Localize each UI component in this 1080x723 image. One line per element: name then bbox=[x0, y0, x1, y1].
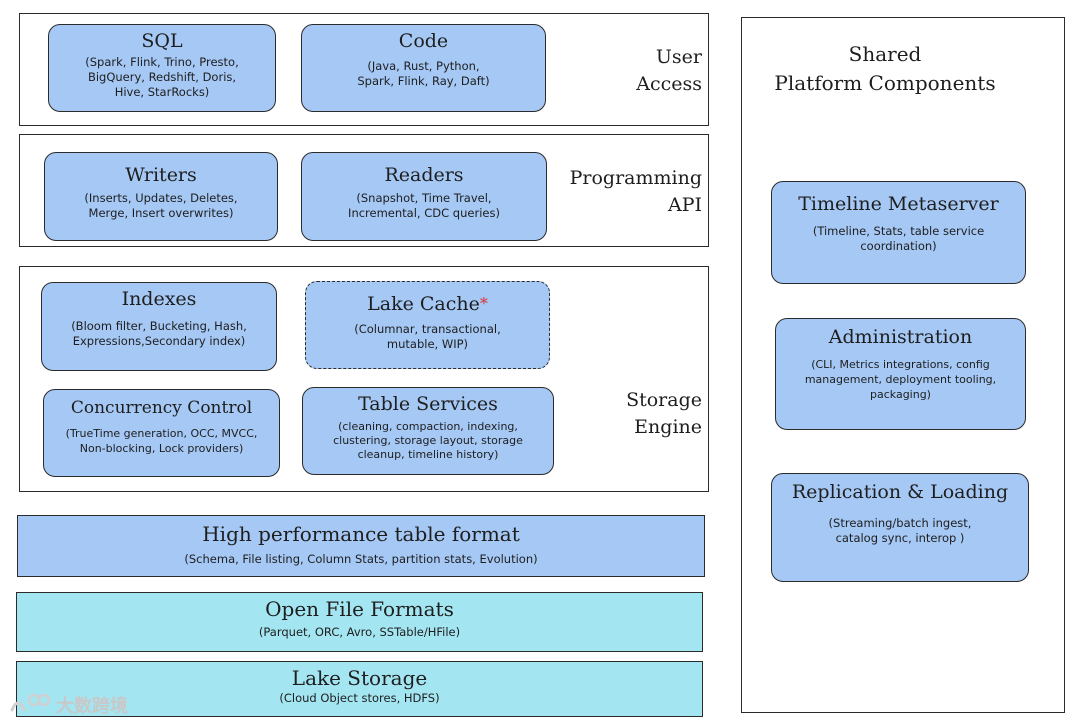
sql-box: SQL (Spark, Flink, Trino, Presto, BigQue… bbox=[48, 24, 276, 112]
open-file-formats-box: Open File Formats (Parquet, ORC, Avro, S… bbox=[16, 592, 703, 652]
table-services-title: Table Services bbox=[358, 393, 498, 415]
watermark-text: 大数跨境 bbox=[56, 696, 128, 717]
concurrency-control-box: Concurrency Control (TrueTime generation… bbox=[43, 389, 280, 477]
lake-storage-desc: (Cloud Object stores, HDFS) bbox=[279, 691, 440, 705]
concurrency-title: Concurrency Control bbox=[70, 398, 253, 418]
storage-engine-label: Storage Engine bbox=[626, 389, 702, 438]
watermark: 大数跨境 bbox=[8, 690, 128, 720]
readers-title: Readers bbox=[384, 164, 464, 186]
lake-storage-title: Lake Storage bbox=[291, 666, 428, 690]
indexes-box: Indexes (Bloom filter, Bucketing, Hash, … bbox=[41, 282, 277, 371]
writers-title: Writers bbox=[125, 164, 197, 186]
administration-title: Administration bbox=[828, 326, 973, 348]
writers-box: Writers (Inserts, Updates, Deletes, Merg… bbox=[44, 152, 278, 241]
indexes-desc: (Bloom filter, Bucketing, Hash, Expressi… bbox=[71, 319, 247, 348]
table-format-title: High performance table format bbox=[202, 522, 520, 546]
table-format-desc: (Schema, File listing, Column Stats, par… bbox=[184, 552, 538, 566]
timeline-metaserver-box: Timeline Metaserver (Timeline, Stats, ta… bbox=[771, 181, 1026, 284]
writers-desc: (Inserts, Updates, Deletes, Merge, Inser… bbox=[84, 191, 238, 220]
code-title: Code bbox=[398, 30, 449, 52]
sql-desc: (Spark, Flink, Trino, Presto, BigQuery, … bbox=[85, 55, 239, 99]
open-file-formats-desc: (Parquet, ORC, Avro, SSTable/HFile) bbox=[258, 625, 461, 639]
table-services-box: Table Services (cleaning, compaction, in… bbox=[302, 387, 554, 475]
lake-cache-title: Lake Cache bbox=[367, 293, 480, 315]
readers-box: Readers (Snapshot, Time Travel, Incremen… bbox=[301, 152, 547, 241]
timeline-title: Timeline Metaserver bbox=[798, 193, 999, 215]
lake-cache-title-row: Lake Cache* bbox=[367, 292, 488, 316]
administration-desc: (CLI, Metrics integrations, config manag… bbox=[804, 358, 997, 401]
open-file-formats-title: Open File Formats bbox=[265, 597, 454, 621]
lake-storage-box: Lake Storage (Cloud Object stores, HDFS) bbox=[16, 661, 703, 717]
lake-cache-box: Lake Cache* (Columnar, transactional, mu… bbox=[305, 281, 550, 369]
code-box: Code (Java, Rust, Python, Spark, Flink, … bbox=[301, 24, 546, 112]
readers-desc: (Snapshot, Time Travel, Incremental, CDC… bbox=[348, 191, 500, 220]
table-format-box: High performance table format (Schema, F… bbox=[17, 515, 705, 577]
administration-box: Administration (CLI, Metrics integration… bbox=[775, 318, 1026, 430]
lake-cache-marker: * bbox=[479, 294, 488, 313]
code-desc: (Java, Rust, Python, Spark, Flink, Ray, … bbox=[357, 59, 490, 88]
timeline-desc: (Timeline, Stats, table service coordina… bbox=[812, 224, 985, 253]
shared-platform-title: Shared Platform Components bbox=[774, 42, 996, 95]
replication-title: Replication & Loading bbox=[791, 481, 1009, 503]
lake-cache-desc: (Columnar, transactional, mutable, WIP) bbox=[354, 322, 501, 351]
replication-loading-box: Replication & Loading (Streaming/batch i… bbox=[771, 473, 1029, 582]
programming-api-label: Programming API bbox=[569, 167, 702, 216]
table-services-desc: (cleaning, compaction, indexing, cluster… bbox=[333, 420, 523, 461]
replication-desc: (Streaming/batch ingest, catalog sync, i… bbox=[828, 516, 972, 545]
indexes-title: Indexes bbox=[121, 288, 197, 310]
watermark-logo-icon bbox=[8, 690, 52, 720]
concurrency-desc: (TrueTime generation, OCC, MVCC, Non-blo… bbox=[65, 427, 258, 455]
user-access-label: User Access bbox=[636, 46, 702, 95]
sql-title: SQL bbox=[141, 30, 183, 52]
